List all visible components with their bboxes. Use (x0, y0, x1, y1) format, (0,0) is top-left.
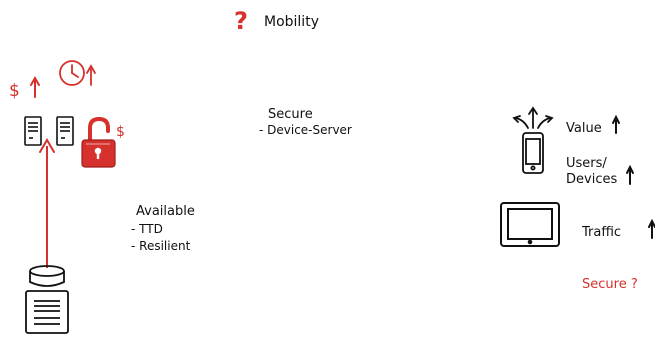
metric-traffic: Traffic (582, 225, 622, 240)
available-item-ttd: - TTD (131, 222, 163, 236)
available-heading: Available (136, 204, 195, 219)
metric-users: Users/ (566, 156, 607, 171)
question-mark-icon: ? (234, 7, 248, 35)
up-arrow-icon (612, 114, 655, 239)
secure-item-device-server: - Device-Server (259, 123, 352, 137)
metric-value: Value (566, 121, 602, 136)
unlocked-padlock-icon (81, 116, 116, 168)
smartphone-icon (512, 106, 554, 174)
database-to-server-arrow (39, 138, 55, 268)
server-rack-icon (24, 116, 74, 146)
up-arrow-icon (30, 75, 40, 98)
lock-cost-dollar: $ (116, 124, 125, 140)
clock-icon (59, 60, 96, 86)
secure-question: Secure ? (582, 277, 638, 292)
tablet-icon (500, 202, 560, 247)
page-title: Mobility (264, 14, 319, 30)
database-server-icon (25, 265, 69, 334)
metric-devices: Devices (566, 172, 618, 187)
cost-dollar: $ (9, 81, 20, 101)
available-item-resilient: - Resilient (131, 239, 191, 253)
secure-heading: Secure (268, 107, 313, 122)
